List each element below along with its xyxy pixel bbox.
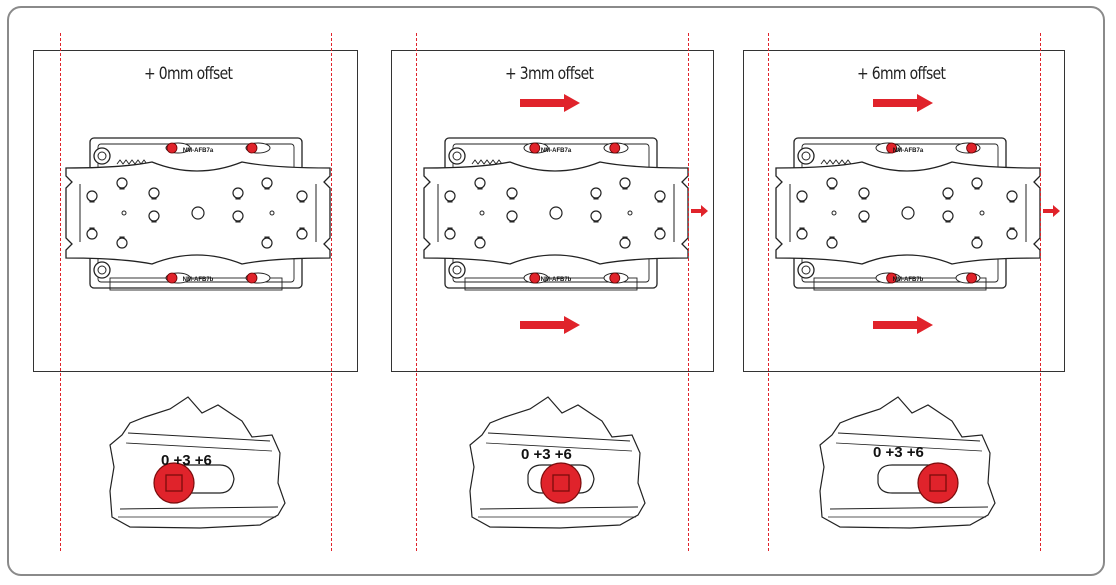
panel-3mm-label: + 3mm offset <box>505 64 594 84</box>
edge-offset-arrow-icon <box>1043 205 1060 217</box>
reference-guide-line <box>688 33 689 551</box>
slot-number-plus3: +3 <box>885 444 903 461</box>
slot-number-0: 0 <box>161 452 170 469</box>
slot-numbers-3mm: 0 +3 +6 <box>521 446 572 463</box>
part-label-bottom: NM-AFB7b <box>541 277 572 283</box>
slot-detail-0mm <box>109 396 286 529</box>
slot-number-0: 0 <box>873 444 882 461</box>
part-label-top: NM-AFB7a <box>183 148 214 154</box>
shift-arrow-icon <box>520 94 580 112</box>
reference-guide-line <box>331 33 332 551</box>
part-label-bottom: NM-AFB7b <box>183 277 214 283</box>
slot-number-plus3: +3 <box>533 446 551 463</box>
reference-guide-line <box>1040 33 1041 551</box>
part-label-top: NM-AFB7a <box>541 148 572 154</box>
slot-detail-3mm <box>469 396 646 529</box>
slot-number-plus6: +6 <box>194 452 212 469</box>
reference-guide-line <box>416 33 417 551</box>
figure-frame <box>7 6 1105 576</box>
slot-number-plus6: +6 <box>554 446 572 463</box>
shift-arrow-icon <box>873 316 933 334</box>
edge-offset-arrow-icon <box>691 205 708 217</box>
panel-6mm-label: + 6mm offset <box>857 64 946 84</box>
slot-numbers-6mm: 0 +3 +6 <box>873 444 924 461</box>
slot-number-plus3: +3 <box>173 452 191 469</box>
part-label-bottom: NM-AFB7b <box>893 277 924 283</box>
panel-0mm-label: + 0mm offset <box>144 64 233 84</box>
slot-detail-6mm <box>819 396 996 529</box>
slot-number-0: 0 <box>521 446 530 463</box>
slot-numbers-0mm: 0 +3 +6 <box>161 452 212 469</box>
reference-guide-line <box>60 33 61 551</box>
part-label-top: NM-AFB7a <box>893 148 924 154</box>
shift-arrow-icon <box>520 316 580 334</box>
reference-guide-line <box>768 33 769 551</box>
shift-arrow-icon <box>873 94 933 112</box>
slot-number-plus6: +6 <box>906 444 924 461</box>
